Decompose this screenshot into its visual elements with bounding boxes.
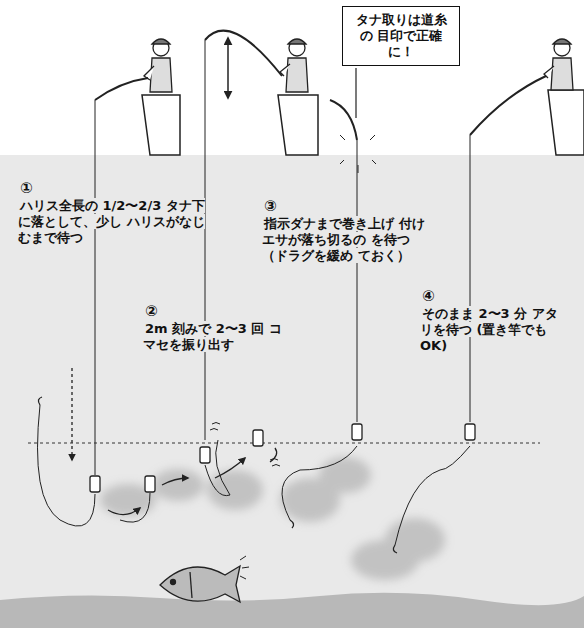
callout-text: タナ取りは道糸の 目印で正確に！ (350, 12, 452, 60)
step-note: 指示ダナまで巻き上げ 付けエサが落ち切るの を待つ（ドラグを緩め ておく） (262, 216, 425, 263)
step-note-holder: 2m 刻みで 2〜3 回 コマセを振り出す (143, 321, 293, 353)
callout-number: ③ (262, 197, 279, 215)
step-note-holder: ハリス全長の 1/2〜2/3 タナ下に落として、少し ハリスがなじむまで待つ (18, 198, 208, 246)
callout-number-holder: ① (18, 180, 48, 197)
step-note-holder: そのまま 2〜3 分 アタリを待つ (置き竿でも OK) (420, 306, 570, 354)
callout-number: ① (18, 179, 35, 197)
callout-number: ④ (420, 287, 437, 305)
step-note: ハリス全長の 1/2〜2/3 タナ下に落として、少し ハリスがなじむまで待つ (18, 198, 205, 245)
callout-number: ② (143, 302, 160, 320)
step-note: 2m 刻みで 2〜3 回 コマセを振り出す (143, 321, 282, 352)
callout-number-holder: ② (143, 303, 173, 320)
callout-box: タナ取りは道糸の 目印で正確に！ (342, 6, 460, 66)
step-note: そのまま 2〜3 分 アタリを待つ (置き竿でも OK) (420, 306, 558, 353)
step-note-holder: 指示ダナまで巻き上げ 付けエサが落ち切るの を待つ（ドラグを緩め ておく） (262, 216, 430, 264)
callout-number-holder: ③ (262, 198, 292, 215)
callout-number-holder: ④ (420, 288, 450, 305)
